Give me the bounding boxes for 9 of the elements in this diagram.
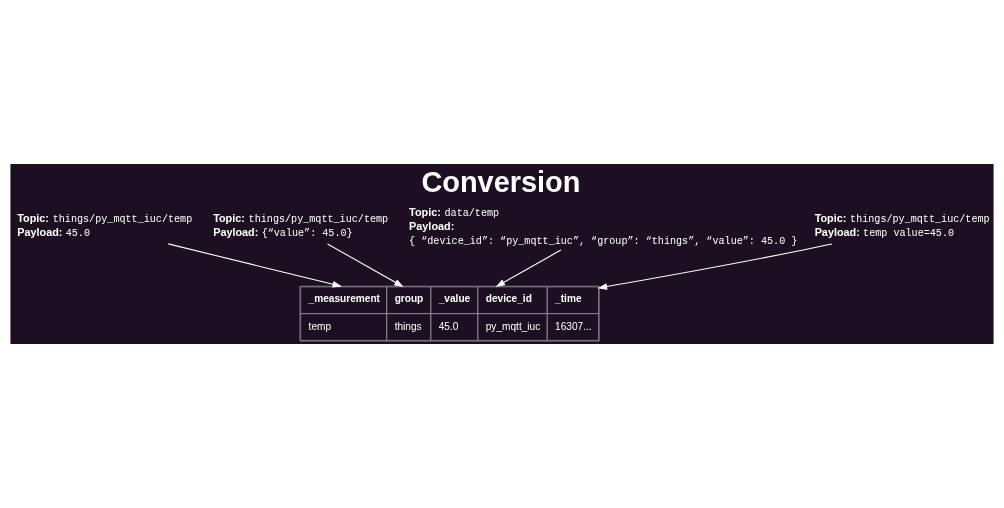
arrow bbox=[167, 243, 342, 288]
node-text: Topic: things/py_mqtt_iuc/temp Payload: temp value=45.0 bbox=[814, 212, 990, 239]
node-text: Topic: things/py_mqtt_iuc/temp Payload: {“value”: 45.0} bbox=[213, 212, 389, 239]
arrow bbox=[597, 243, 833, 290]
diagram-title: Conversion bbox=[421, 166, 581, 199]
node-text: Topic: data/temp Payload: { “device_id”: “py_mqtt_iuc”, “group”: “things”, “value”: 45.0 } bbox=[409, 206, 798, 248]
arrow bbox=[495, 249, 562, 287]
arrow bbox=[326, 243, 404, 287]
node-text: Topic: things/py_mqtt_iuc/temp Payload: 45.0 bbox=[17, 212, 193, 239]
